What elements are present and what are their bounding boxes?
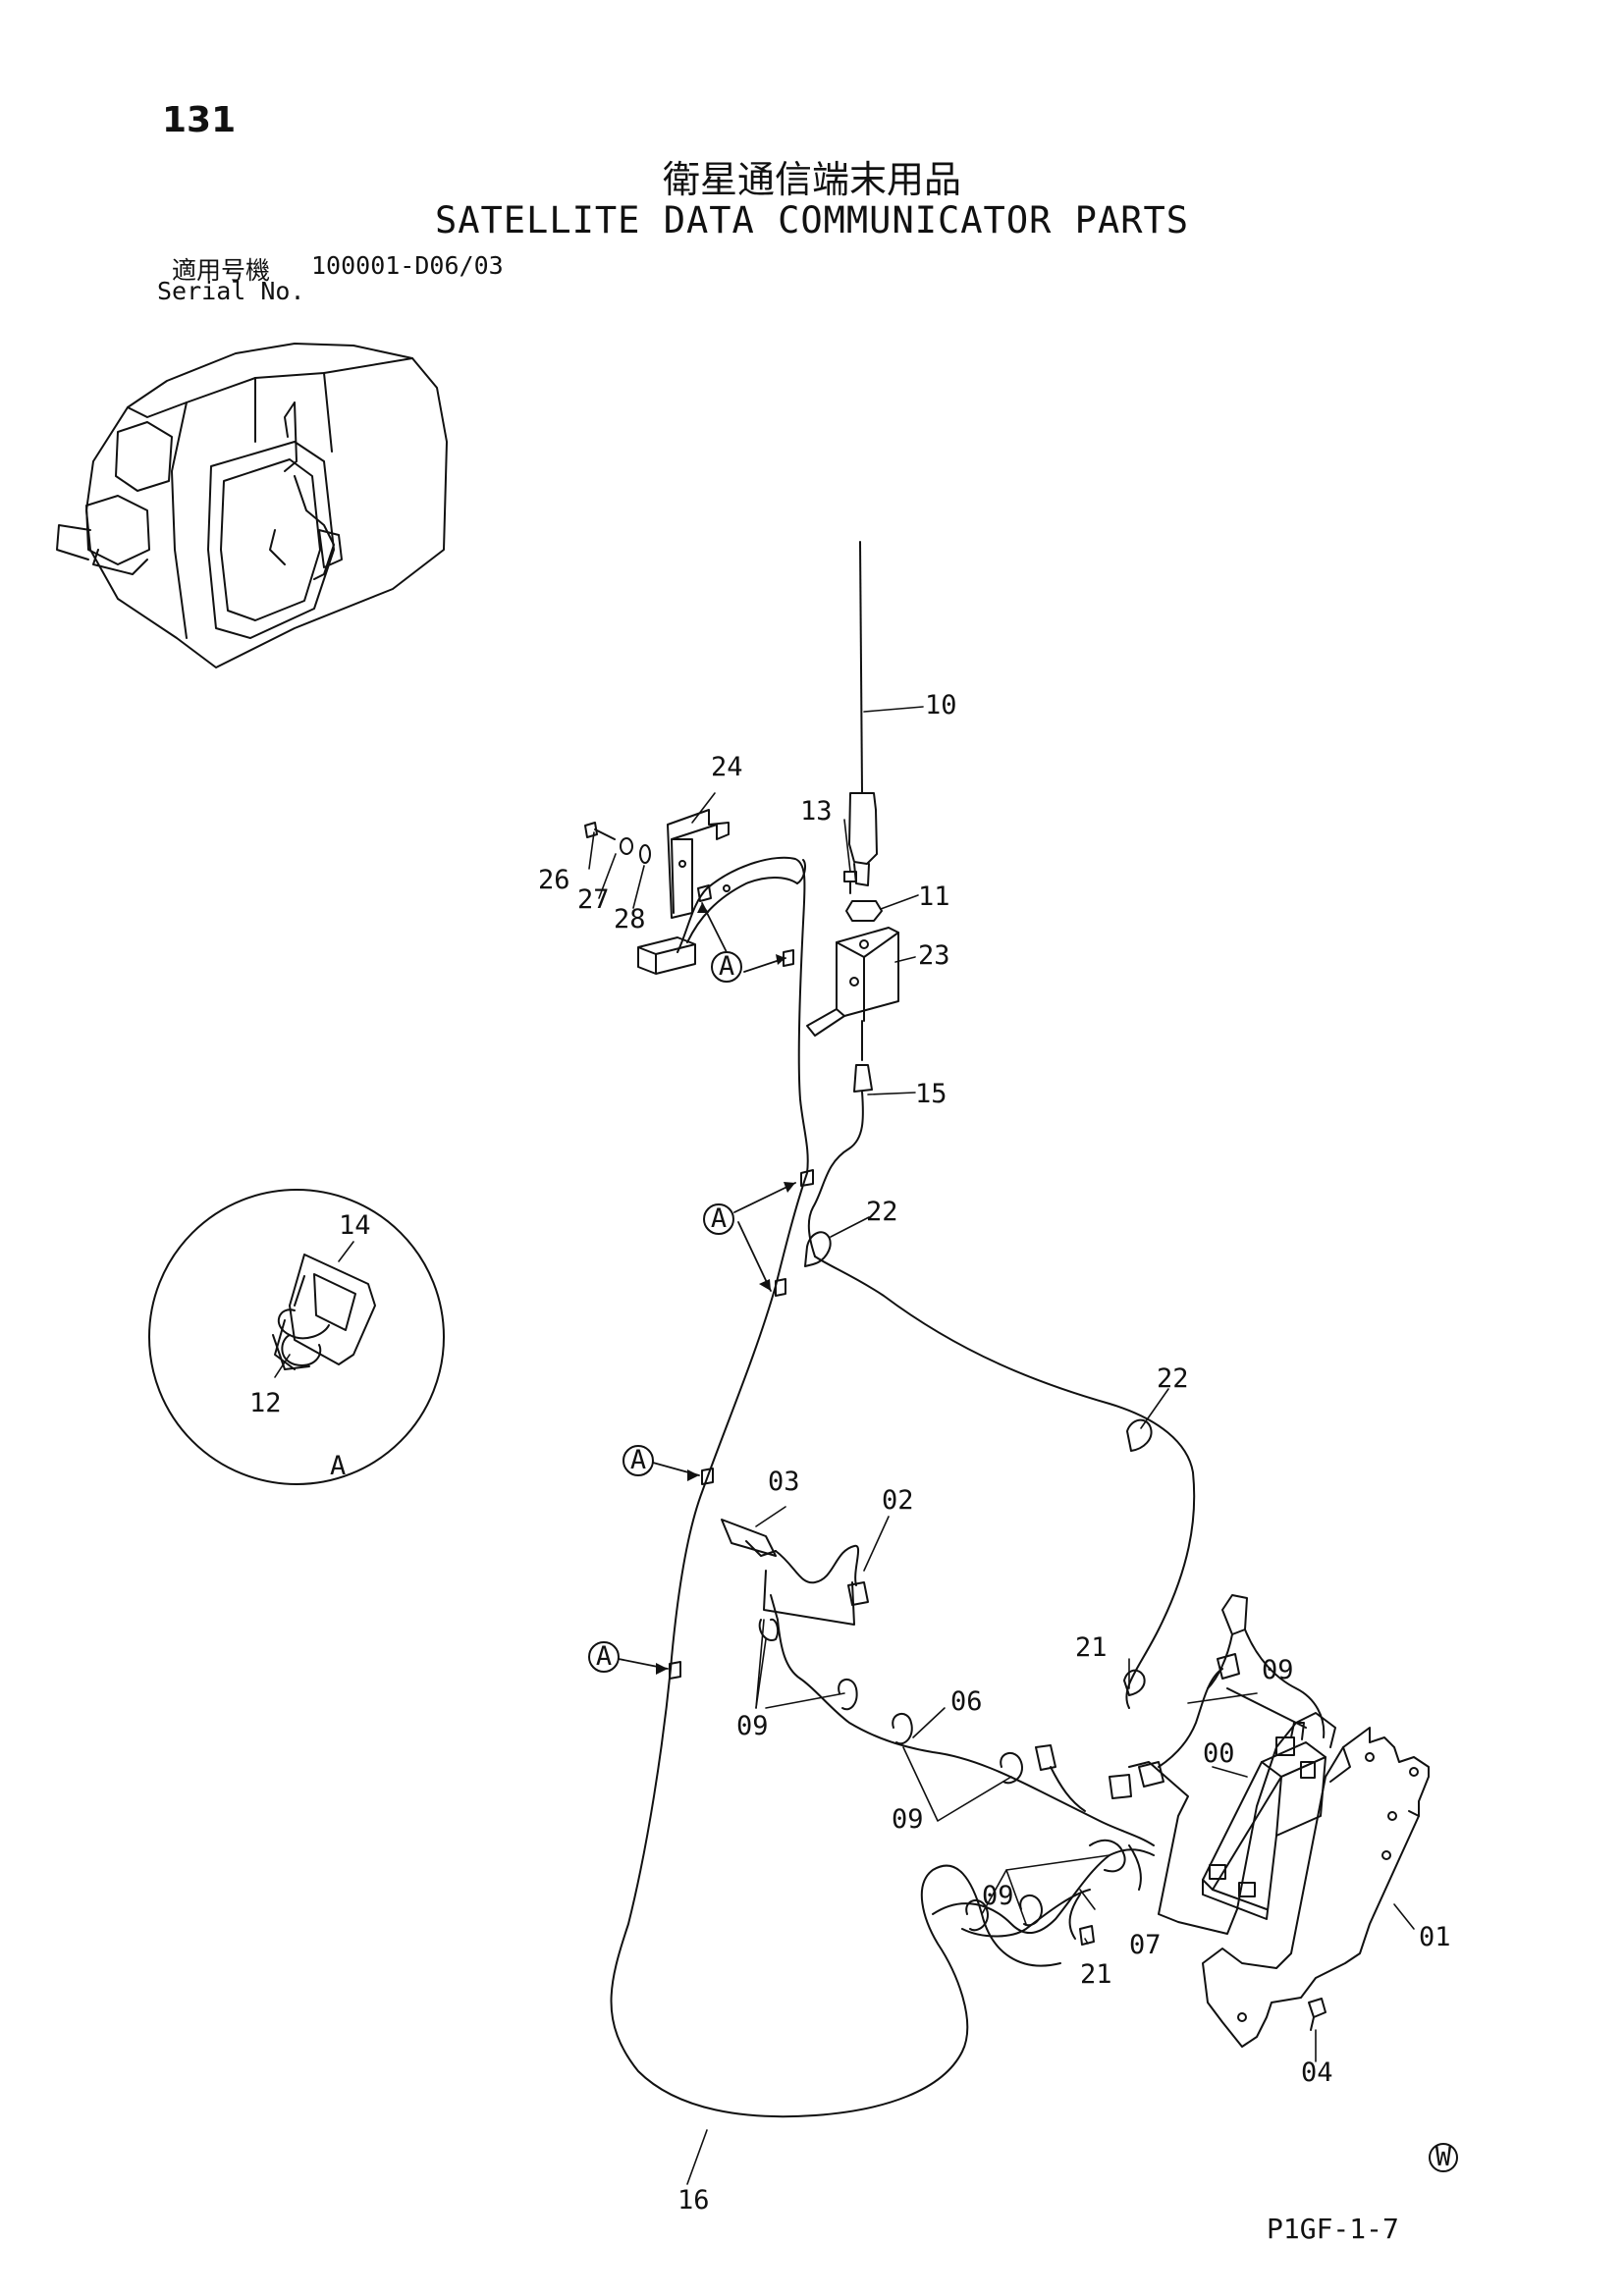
callout-label-a: A: [596, 1641, 612, 1672]
clip: [800, 1169, 814, 1187]
part-label-03: 03: [768, 1467, 800, 1497]
callout-label-a: A: [630, 1445, 646, 1475]
part-label-15: 15: [915, 1079, 947, 1109]
page-title-japanese: 衛星通信端末用品: [662, 158, 961, 201]
mounting-bolt: [1308, 1998, 1326, 2031]
part-label-10: 10: [925, 690, 957, 721]
clamp: [804, 1231, 832, 1267]
part-label-24: 24: [711, 752, 743, 782]
satellite-terminal: [1202, 1722, 1326, 1920]
antenna: [848, 541, 878, 886]
callout-label-a: A: [719, 951, 734, 982]
part-label-27: 27: [577, 884, 610, 915]
mounting-screw: [843, 871, 857, 894]
w-mark: W: [1435, 2142, 1452, 2172]
detail-view-circle: [148, 1189, 445, 1485]
connector-plate: [1128, 1712, 1336, 1935]
mounting-plate: [1202, 1727, 1430, 2048]
bolt: [584, 822, 616, 840]
part-label-21: 21: [1080, 1959, 1112, 1990]
part-label-09: 09: [892, 1804, 924, 1835]
part-label-00: 00: [1203, 1738, 1235, 1769]
leader-lines: [274, 1241, 354, 1378]
part-label-09: 09: [1262, 1655, 1294, 1685]
part-label-26: 26: [538, 865, 570, 895]
harness-to-controller: [814, 1255, 1196, 1709]
serial-label-english: Serial No.: [157, 277, 305, 305]
part-label-22: 22: [1157, 1363, 1189, 1394]
sub-harness: [721, 1519, 869, 1626]
detail-view-label: A: [330, 1451, 346, 1481]
part-label-16: 16: [677, 2185, 710, 2216]
part-label-22: 22: [866, 1197, 898, 1227]
connector-harness: [932, 1839, 1155, 1946]
page-number: 131: [162, 100, 237, 140]
part-label-28: 28: [614, 904, 646, 934]
main-harness: [610, 856, 1061, 2118]
clip: [701, 1468, 714, 1485]
terminal-bracket: [667, 809, 731, 919]
spring-washer: [639, 844, 651, 864]
callout-markers: [588, 951, 742, 1673]
part-label-06: 06: [950, 1686, 983, 1717]
part-label-21: 21: [1075, 1632, 1108, 1663]
washer: [620, 837, 633, 855]
drawing-code: P1GF-1-7: [1267, 2213, 1399, 2245]
page-title-english: SATELLITE DATA COMMUNICATOR PARTS: [434, 199, 1190, 241]
clip: [697, 884, 712, 902]
part-label-14: 14: [339, 1210, 371, 1241]
clip: [783, 949, 794, 967]
clip: [775, 1278, 786, 1297]
cab-overview-illustration: [56, 343, 448, 668]
antenna-cable: [807, 1020, 873, 1257]
part-label-23: 23: [918, 940, 950, 971]
callout-arrows: [618, 902, 796, 1670]
part-label-02: 02: [882, 1485, 914, 1516]
part-label-11: 11: [918, 881, 950, 912]
antenna-bracket: [806, 927, 899, 1037]
part-label-07: 07: [1129, 1930, 1162, 1960]
part-label-04: 04: [1301, 2057, 1333, 2088]
part-label-01: 01: [1419, 1922, 1451, 1952]
part-label-09: 09: [736, 1711, 769, 1741]
clip: [669, 1661, 681, 1680]
part-label-09: 09: [982, 1881, 1014, 1911]
clip-detail-illustration: [272, 1254, 376, 1370]
antenna-nut: [845, 900, 883, 922]
part-label-12: 12: [249, 1388, 282, 1418]
serial-number-value: 100001-D06/03: [311, 251, 504, 280]
part-label-13: 13: [800, 796, 833, 827]
w-mark-circle: [1429, 2143, 1458, 2172]
leader-lines: [588, 706, 1415, 2185]
clamp: [1126, 1418, 1153, 1452]
callout-label-a: A: [711, 1203, 727, 1234]
serial-label-japanese: 適用号機: [172, 256, 271, 285]
connector-block: [637, 936, 696, 975]
